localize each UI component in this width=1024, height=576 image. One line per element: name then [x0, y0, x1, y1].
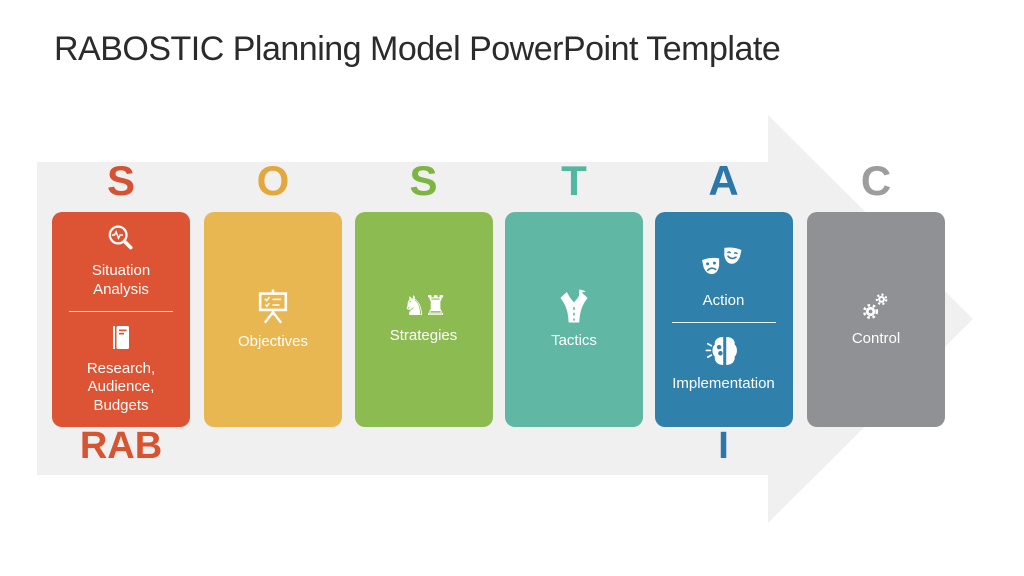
card-divider	[69, 310, 173, 312]
card-situation-analysis[interactable]: Situation Analysis Research, Audience, B…	[52, 212, 190, 427]
tactics-forked-road-icon	[554, 288, 594, 325]
objectives-label: Objectives	[237, 332, 309, 350]
letter-s-strategies: S	[409, 157, 438, 204]
control-section: Control	[852, 290, 900, 349]
card-divider	[671, 321, 776, 323]
research-notebook-icon	[107, 323, 135, 353]
letter-o-objectives: O	[256, 157, 290, 204]
footer-label-rab: RAB	[79, 425, 163, 467]
footer-label-i: I	[718, 425, 729, 467]
tactics-label: Tactics	[551, 332, 597, 350]
strategies-section: ♞♜ Strategies	[390, 293, 458, 346]
situation-analysis-magnifier-icon	[105, 223, 137, 255]
objectives-presentation-board-icon	[252, 288, 294, 326]
situation-analysis-label: Situation Analysis	[91, 262, 151, 298]
letter-s-situation: S	[106, 157, 135, 204]
research-audience-budgets-section: Research, Audience, Budgets	[87, 323, 155, 416]
card-strategies[interactable]: ♞♜ Strategies	[354, 212, 493, 427]
research-audience-budgets-label: Research, Audience, Budgets	[86, 359, 156, 415]
action-section: Action	[701, 246, 747, 311]
card-action-implementation[interactable]: Action Implementation	[654, 212, 793, 427]
card-control[interactable]: Control	[807, 212, 945, 427]
letter-c-control: C	[860, 157, 892, 204]
strategies-chess-pieces-icon: ♞♜	[402, 291, 447, 323]
card-objectives[interactable]: Objectives	[204, 212, 342, 427]
letter-a-action: A	[708, 157, 739, 204]
letter-t-tactics: T	[561, 157, 587, 204]
action-theater-masks-icon	[701, 246, 747, 285]
strategies-label: Strategies	[389, 327, 458, 345]
implementation-brain-icon	[705, 334, 743, 368]
control-gears-icon	[859, 290, 892, 323]
objectives-section: Objectives	[238, 288, 308, 352]
tactics-section: Tactics	[551, 288, 597, 351]
implementation-label: Implementation	[672, 374, 775, 392]
control-label: Control	[851, 330, 901, 348]
implementation-section: Implementation	[672, 334, 775, 394]
card-tactics[interactable]: Tactics	[505, 212, 643, 427]
action-label: Action	[702, 291, 745, 309]
slide-title: RABOSTIC Planning Model PowerPoint Templ…	[54, 30, 781, 68]
situation-analysis-section: Situation Analysis	[92, 223, 150, 300]
